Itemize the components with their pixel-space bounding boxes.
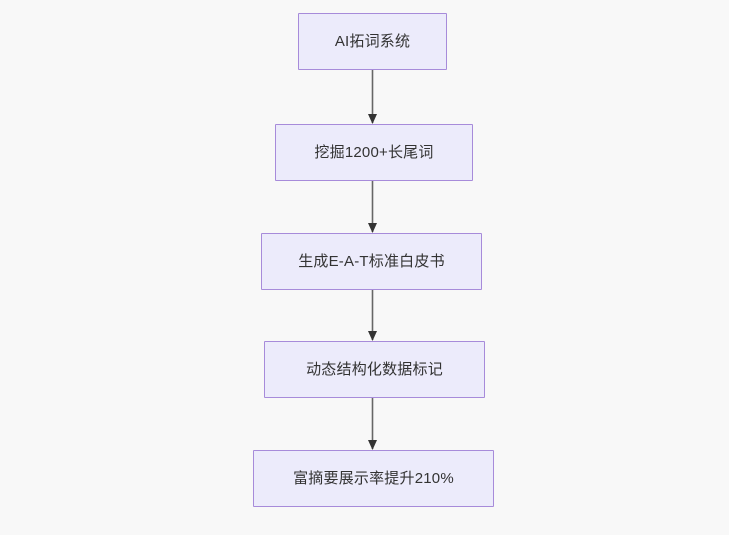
flow-node-label: 生成E-A-T标准白皮书 bbox=[298, 252, 445, 270]
flow-node-rich-snippet-uplift[interactable]: 富摘要展示率提升210% bbox=[253, 450, 494, 507]
flow-node-label: AI拓词系统 bbox=[334, 32, 411, 50]
flow-node-ai-keyword-system[interactable]: AI拓词系统 bbox=[298, 13, 447, 70]
flow-node-label: 动态结构化数据标记 bbox=[306, 360, 443, 378]
flow-node-label: 富摘要展示率提升210% bbox=[293, 469, 454, 487]
flow-node-label: 挖掘1200+长尾词 bbox=[314, 143, 434, 161]
flow-node-generate-eat-whitepaper[interactable]: 生成E-A-T标准白皮书 bbox=[261, 233, 482, 290]
flow-node-mine-longtail-keywords[interactable]: 挖掘1200+长尾词 bbox=[275, 124, 473, 181]
flow-node-dynamic-structured-data-markup[interactable]: 动态结构化数据标记 bbox=[264, 341, 485, 398]
